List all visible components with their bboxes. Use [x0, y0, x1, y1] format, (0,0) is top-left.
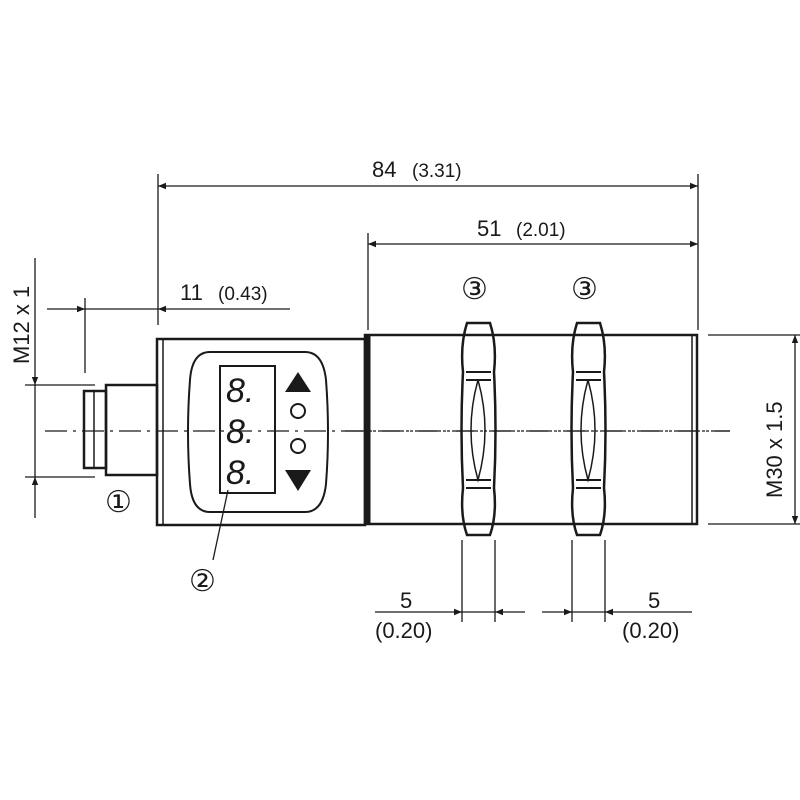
callout-2: ② — [189, 565, 216, 598]
dim-5-right-value: 5 — [648, 588, 660, 613]
button-circle-icon — [290, 438, 306, 454]
dim-5-right-inch: (0.20) — [622, 618, 679, 643]
nut-left — [460, 321, 497, 537]
dim-5-left-inch: (0.20) — [375, 618, 432, 643]
svg-text:8.: 8. — [226, 454, 254, 492]
up-arrow-icon — [285, 372, 311, 392]
svg-text:8.: 8. — [226, 413, 254, 451]
dim-11-inch: (0.43) — [218, 284, 268, 305]
dim-84-inch: (3.31) — [412, 161, 462, 182]
button-circle-icon — [290, 403, 306, 419]
leader-line-2 — [212, 489, 229, 561]
nut-right — [570, 321, 607, 537]
dim-51-value: 51 — [477, 216, 501, 241]
extension-lines — [25, 174, 800, 622]
m12-connector — [82, 383, 159, 477]
callout-1: ① — [105, 486, 132, 519]
dim-51-inch: (2.01) — [516, 220, 566, 241]
down-arrow-icon — [285, 470, 311, 491]
display-panel — [187, 351, 329, 513]
led-display — [219, 365, 276, 494]
threaded-tube — [363, 333, 699, 526]
dim-84-value: 84 — [372, 157, 396, 182]
m30-thread-label: M30 x 1.5 — [762, 401, 787, 498]
dim-11-value: 11 — [180, 280, 203, 305]
callout-3-left: ③ — [461, 273, 488, 306]
dim-5-left-value: 5 — [400, 588, 412, 613]
display-housing: 8. 8. 8. — [155, 337, 367, 527]
seven-segment-digits: 8. 8. 8. — [226, 372, 254, 492]
svg-text:8.: 8. — [226, 372, 254, 410]
callout-3-right: ③ — [571, 273, 598, 306]
m12-thread-label: M12 x 1 — [9, 286, 34, 364]
